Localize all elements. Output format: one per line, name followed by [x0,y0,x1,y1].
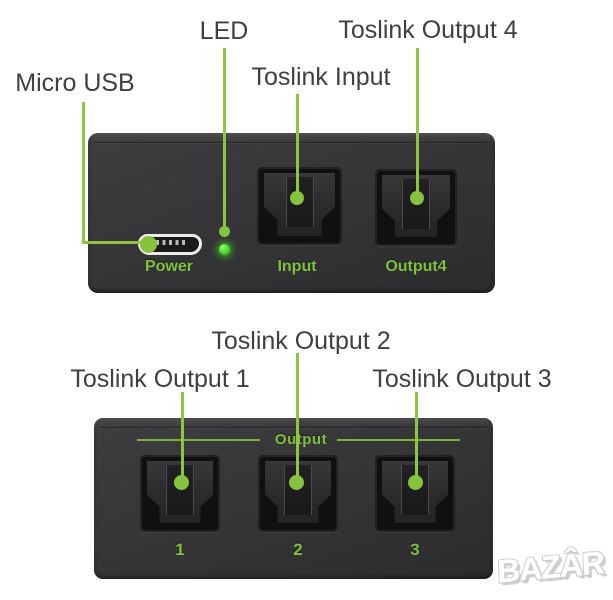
leader-line-toslink-output-3 [415,392,418,483]
leader-dot-toslink-input [290,191,304,205]
leader-line-toslink-output-2 [296,353,299,483]
annotation-toslink-output-2: Toslink Output 2 [211,327,391,355]
leader-dot-toslink-output-2 [289,475,304,490]
watermark-logo: BAZÂR [496,544,605,590]
leader-line-led [223,48,226,232]
toslink-port-output-1 [140,455,220,532]
port-number-1: 1 [175,540,185,559]
micro-usb-pins [156,240,186,245]
leader-dot-micro-usb [140,236,157,253]
device-front-panel: Power Input Output4 [88,133,495,293]
output-header-rule-left [137,439,260,441]
leader-line-micro-usb-vertical [82,102,85,244]
leader-dot-toslink-output-4 [410,191,424,205]
leader-line-micro-usb-horizontal [82,241,150,244]
annotation-toslink-output-4: Toslink Output 4 [338,16,518,44]
annotation-led: LED [199,17,249,45]
output-header-label: Output [274,431,328,448]
output-header-rule-right [337,439,460,441]
annotation-micro-usb: Micro USB [15,69,135,97]
power-label: Power [144,258,193,275]
leader-dot-toslink-output-1 [174,475,189,490]
annotation-toslink-input: Toslink Input [251,63,391,91]
output4-label: Output4 [385,258,447,275]
led-indicator [219,244,230,255]
port-number-2: 2 [293,540,303,559]
input-label: Input [277,258,317,275]
port-number-3: 3 [410,540,420,559]
leader-dot-led [219,226,230,237]
leader-dot-toslink-output-3 [408,475,423,490]
leader-line-toslink-output-1 [181,392,184,483]
leader-line-toslink-input [296,94,299,199]
annotation-toslink-output-1: Toslink Output 1 [70,365,250,393]
toslink-port-face [147,461,213,523]
toslink-port-input [257,167,342,245]
leader-line-toslink-output-4 [416,48,419,199]
annotation-toslink-output-3: Toslink Output 3 [372,365,552,393]
device-rear-panel: Output 1 2 3 [94,418,493,579]
